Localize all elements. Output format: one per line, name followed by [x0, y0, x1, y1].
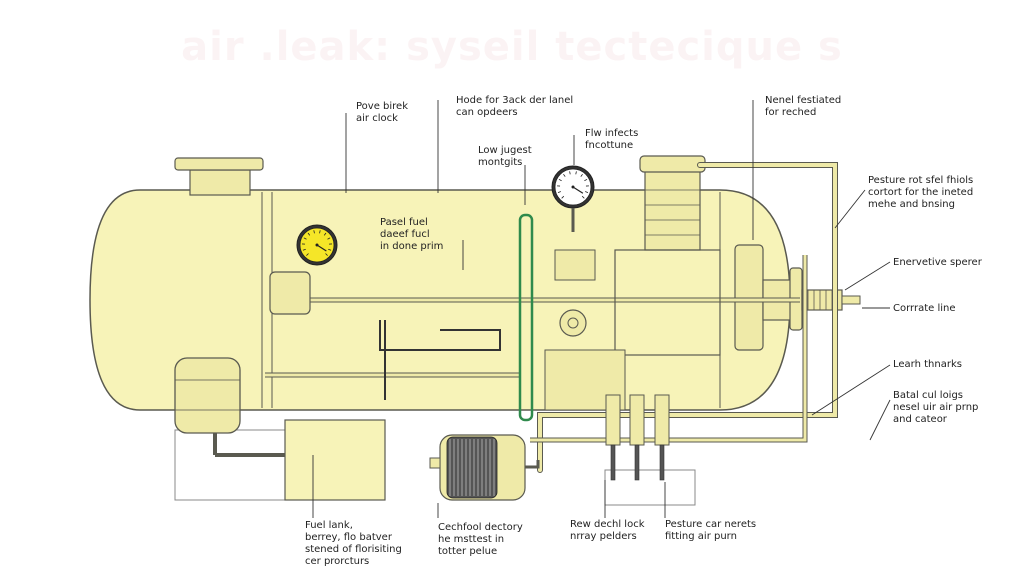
- flow-gauge-icon-tick: [575, 171, 577, 175]
- flow-gauge-icon-pivot: [571, 185, 575, 189]
- outlet-tip: [841, 295, 861, 305]
- flow-gauge-icon-tick: [585, 191, 589, 193]
- manway-flange: [174, 157, 264, 171]
- pressure-gauge-icon-tick: [328, 248, 332, 251]
- rotary-valve-core: [567, 317, 579, 329]
- pressure-gauge-icon-tick: [323, 232, 327, 236]
- rotary-valve: [559, 309, 587, 337]
- filter-cap: [639, 155, 706, 173]
- diagram-title: air .leak: syseil tectecique s: [181, 24, 843, 70]
- filter-housing: [644, 169, 701, 251]
- leader-line: [811, 364, 891, 416]
- rail-frame: [604, 469, 696, 506]
- pressure-gauge-icon-tick: [327, 237, 331, 240]
- injector-nozzle: [610, 444, 616, 481]
- label-learh: Learh thnarks: [893, 359, 962, 370]
- manway-neck: [189, 169, 251, 196]
- flow-gauge-icon-tick: [581, 195, 585, 199]
- flow-gauge-icon-tick: [569, 171, 571, 175]
- dark-hose: [379, 320, 501, 351]
- label-corrrate: Corrrate line: [893, 303, 956, 314]
- return-pipe: [538, 163, 837, 472]
- lower-pipe: [530, 255, 807, 442]
- pressure-gauge-icon-tick: [325, 253, 328, 256]
- leader-line: [869, 399, 891, 441]
- filter-outlet: [525, 460, 540, 469]
- diagram-artwork: [89, 100, 891, 518]
- valve-body: [269, 271, 311, 315]
- flow-gauge-icon-tick: [580, 173, 583, 177]
- flow-gauge-icon-tick: [561, 195, 565, 199]
- fuel-tank-block: [284, 419, 386, 501]
- pressure-gauge-icon-tick: [306, 253, 309, 256]
- label-enervetive: Enervetive sperer: [893, 257, 982, 268]
- manifold-icon: [614, 249, 721, 356]
- flow-gauge-icon-tick: [558, 178, 562, 182]
- injector: [605, 394, 621, 446]
- pressure-gauge-icon-tick: [303, 237, 307, 240]
- pressure-gauge-icon-tick: [307, 232, 311, 236]
- pressure-gauge-icon-tick: [302, 248, 306, 251]
- flow-gauge-icon-tick: [557, 191, 561, 193]
- filter-inlet: [429, 457, 441, 469]
- pressure-gauge-icon-needle: [316, 244, 327, 252]
- pressure-gauge-icon-pivot: [315, 243, 319, 247]
- green-tube: [518, 213, 534, 422]
- left-filter: [174, 357, 241, 434]
- injector: [654, 394, 670, 446]
- pressure-gauge-icon-tick: [313, 230, 315, 234]
- flow-gauge-icon-needle: [572, 186, 584, 194]
- flow-gauge-icon-tick: [584, 178, 588, 182]
- pressure-gauge-icon-tick: [319, 230, 321, 234]
- filter-media: [446, 436, 498, 499]
- leader-line: [844, 261, 891, 291]
- injector-nozzle: [634, 444, 640, 481]
- control-block: [554, 249, 596, 281]
- leader-line: [834, 189, 866, 229]
- injector-nozzle: [659, 444, 665, 481]
- left-filter-band: [174, 379, 241, 411]
- injector: [629, 394, 645, 446]
- flow-gauge-icon-tick: [563, 173, 566, 177]
